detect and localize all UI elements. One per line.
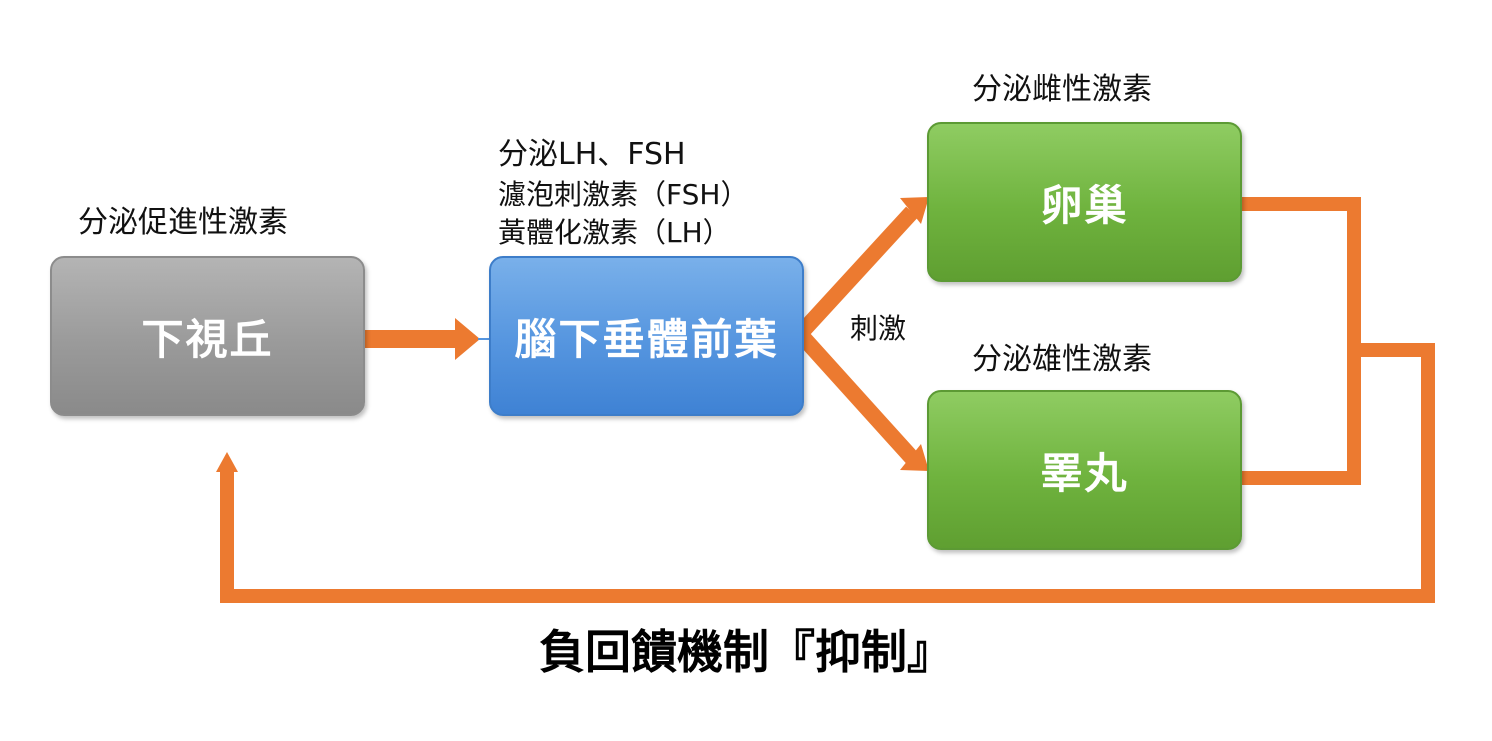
testis-box: 睪丸: [927, 390, 1242, 550]
ovary-box-label: 卵巢: [1040, 180, 1129, 230]
pituitary-box-label: 腦下垂體前葉: [514, 314, 779, 364]
diagram-title: 負回饋機制『抑制』: [539, 625, 953, 679]
stimulate-label: 刺激: [850, 312, 907, 345]
testis-secretion-label: 分泌雄性激素: [972, 342, 1152, 377]
testis-box-label: 睪丸: [1040, 448, 1129, 498]
fsh-name-label: 濾泡刺激素（FSH）: [498, 178, 749, 211]
pituitary-box: 腦下垂體前葉: [489, 256, 804, 416]
feedback-path: [220, 197, 1435, 603]
hypothalamus-box-label: 下視丘: [141, 314, 274, 364]
hypothalamus-secretion-label: 分泌促進性激素: [78, 205, 288, 240]
lh-name-label: 黃體化激素（LH）: [498, 216, 731, 249]
feedback-arrowhead: [216, 452, 238, 472]
arrow-hypothalamus-to-pituitary: [363, 318, 490, 360]
ovary-box: 卵巢: [927, 122, 1242, 282]
arrow-pituitary-to-gonads: [794, 197, 929, 471]
ovary-secretion-label: 分泌雌性激素: [972, 72, 1152, 107]
hypothalamus-box: 下視丘: [50, 256, 365, 416]
pituitary-secretion-label: 分泌LH、FSH: [498, 137, 686, 172]
